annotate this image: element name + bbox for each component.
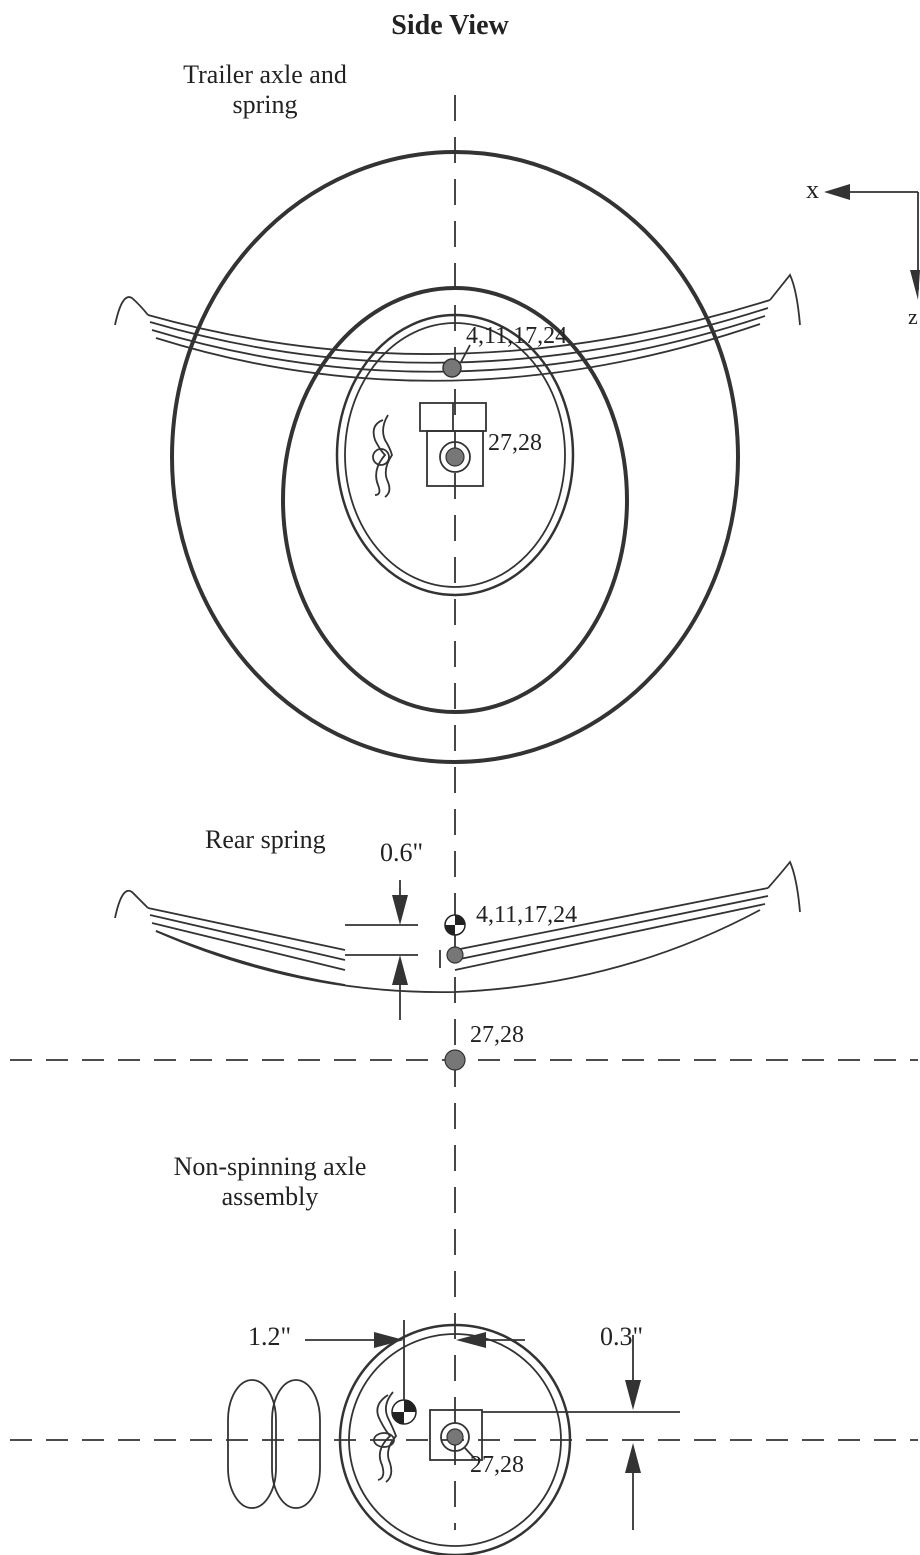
top-axle-clamp: [419, 402, 487, 487]
horizontal-offset-dimension: [305, 1320, 525, 1400]
non-spinning-axle-label: Non-spinning axle assembly: [130, 1152, 410, 1212]
coordinate-axes: [824, 184, 920, 300]
tire-cross-section: [227, 1379, 321, 1509]
hub-outer: [335, 313, 575, 597]
trailer-axle-label-line2: spring: [232, 90, 298, 119]
z-axis-arrowhead: [910, 270, 920, 300]
top-cam-linkage: [372, 414, 393, 498]
spring-offset-dimension: [392, 880, 408, 1020]
x-axis-arrowhead: [824, 184, 850, 200]
top-axle-node-ring: [439, 441, 471, 473]
tire-inner-rim: [281, 286, 629, 714]
bottom-cam-linkage: [373, 1391, 398, 1483]
rear-spring-label: Rear spring: [205, 825, 326, 854]
vertical-offset-dimension: [482, 1335, 680, 1530]
top-spring-nodes-label: 4,11,17,24: [466, 323, 568, 349]
page-title: Side View: [391, 10, 509, 41]
spring-offset-label: 0.6": [380, 838, 424, 867]
non-spinning-axle-label-line1: Non-spinning axle: [173, 1152, 367, 1181]
axis-z-label: z: [908, 304, 918, 329]
top-axle-nodes-label: 27,28: [488, 430, 542, 456]
horizontal-offset-label: 1.2": [248, 1322, 292, 1351]
tire-outer: [170, 150, 740, 764]
hub-inner: [344, 322, 566, 588]
rear-axle-nodes-label: 27,28: [470, 1022, 524, 1048]
top-spring-node: [442, 358, 462, 378]
non-spinning-axle-label-line2: assembly: [221, 1182, 319, 1211]
rear-spring-cg-marker: [444, 914, 466, 936]
top-axle-node: [445, 447, 465, 467]
rear-leaf-spring: [114, 860, 801, 994]
vertical-offset-label: 0.3": [600, 1322, 644, 1351]
axis-x-label: x: [806, 175, 819, 204]
bottom-axle-node-ring: [440, 1422, 470, 1452]
bottom-axle-nodes-label: 27,28: [470, 1452, 524, 1478]
bottom-axle-node: [446, 1428, 464, 1446]
rear-spring-nodes-label: 4,11,17,24: [476, 902, 578, 928]
rear-spring-node: [446, 946, 464, 964]
trailer-axle-label: Trailer axle and spring: [150, 60, 380, 120]
top-leaf-spring: [114, 273, 801, 382]
rear-axle-node: [444, 1049, 466, 1071]
trailer-axle-label-line1: Trailer axle and: [183, 60, 347, 89]
bottom-cg-marker: [391, 1399, 417, 1425]
